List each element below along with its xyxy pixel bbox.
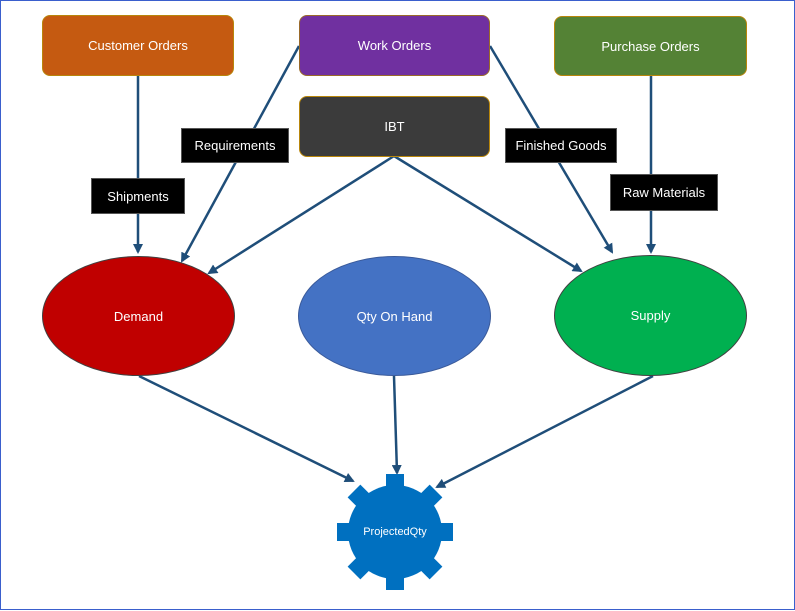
qty-on-hand-node: Qty On Hand [298, 256, 491, 376]
customer-orders-label: Customer Orders [88, 38, 188, 53]
finished-goods-edge-label: Finished Goods [505, 128, 617, 163]
edge-ibt-to-supply [393, 154, 583, 273]
projected-qty-label: ProjectedQty [363, 526, 427, 538]
raw-materials-edge-label: Raw Materials [610, 174, 718, 211]
shipments-text: Shipments [107, 188, 169, 204]
customer-orders-node: Customer Orders [42, 15, 234, 76]
requirements-text: Requirements [194, 138, 276, 153]
demand-node: Demand [42, 256, 235, 376]
supply-node: Supply [554, 255, 747, 376]
requirements-edge-label: Requirements [181, 128, 289, 163]
shipments-edge-label: Shipments [91, 178, 185, 214]
purchase-orders-label: Purchase Orders [601, 38, 700, 54]
supply-label: Supply [630, 308, 671, 323]
work-orders-label: Work Orders [357, 38, 432, 53]
ibt-node: IBT [299, 96, 490, 157]
edge-demand-to-projected [138, 374, 355, 483]
edge-qty-on-hand-to-projected [391, 375, 402, 475]
purchase-orders-node: Purchase Orders [554, 16, 747, 76]
finished-goods-text: Finished Goods [515, 138, 607, 153]
work-orders-node: Work Orders [299, 15, 490, 76]
demand-label: Demand [113, 308, 164, 324]
raw-materials-text: Raw Materials [622, 185, 706, 200]
edge-ibt-to-demand [207, 154, 395, 275]
edge-supply-to-projected [435, 374, 654, 489]
projected-qty-gear-icon [337, 474, 453, 590]
ibt-label: IBT [384, 119, 405, 134]
qty-on-hand-label: Qty On Hand [356, 308, 433, 324]
